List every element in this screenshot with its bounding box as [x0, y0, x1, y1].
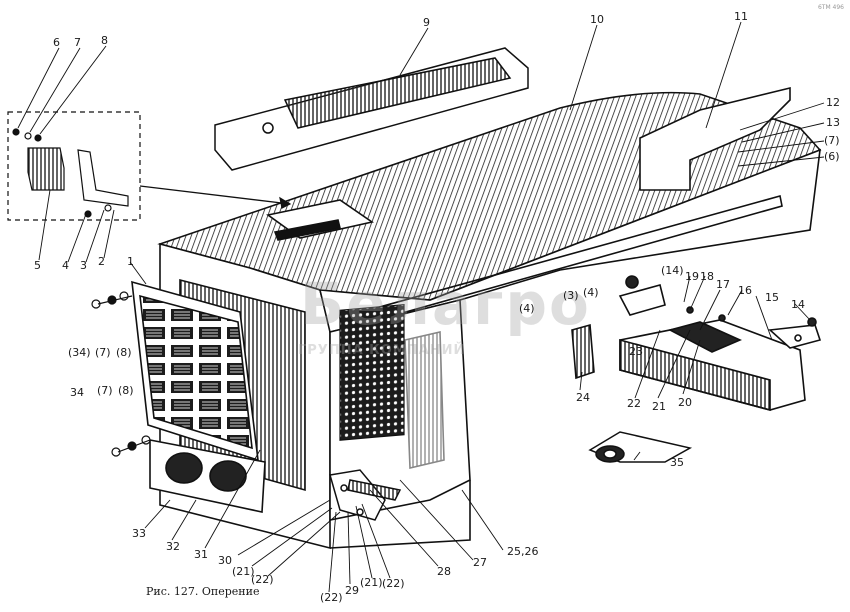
fasteners-left [91, 291, 151, 457]
headlight-panel [149, 439, 266, 513]
label-34: 34 [70, 386, 84, 399]
label-30: 30 [218, 554, 232, 567]
label-28: 28 [437, 565, 451, 578]
label-4-ref-2: (4) [583, 286, 599, 299]
label-21-ref: (21) [232, 565, 255, 578]
figure-caption: Рис. 127. Оперение [146, 585, 260, 598]
label-18: 18 [700, 270, 714, 283]
label-8: 8 [101, 34, 108, 47]
label-4: 4 [62, 259, 69, 272]
label-6-ref: (6) [824, 150, 840, 163]
label-27: 27 [473, 556, 487, 569]
label-17: 17 [716, 278, 730, 291]
label-8-ref-2: (8) [116, 346, 132, 359]
label-22-ref-2: (22) [320, 591, 343, 604]
label-22-ref-3: (22) [382, 577, 405, 590]
side-perforated-panel [339, 304, 405, 441]
label-33: 33 [132, 527, 146, 540]
louvre-strip [214, 47, 529, 171]
label-13: 13 [826, 116, 840, 129]
label-12: 12 [826, 96, 840, 109]
label-7: 7 [74, 36, 81, 49]
label-23: 23 [629, 345, 643, 358]
label-14: 14 [791, 298, 805, 311]
label-32: 32 [166, 540, 180, 553]
label-3-ref: (3) [563, 289, 579, 302]
corner-mark: 6ТМ 496 [817, 4, 844, 11]
hinge-bracket [329, 469, 402, 521]
label-22: 22 [627, 397, 641, 410]
label-5: 5 [34, 259, 41, 272]
label-35: 35 [670, 456, 684, 469]
label-20: 20 [678, 396, 692, 409]
label-11: 11 [734, 10, 748, 23]
label-10: 10 [590, 13, 604, 26]
label-21-ref-2: (21) [360, 576, 383, 589]
label-2: 2 [98, 255, 105, 268]
label-19: 19 [685, 270, 699, 283]
label-16: 16 [738, 284, 752, 297]
label-24: 24 [576, 391, 590, 404]
support-bar-assembly [571, 275, 822, 412]
label-22-ref: (22) [251, 573, 274, 586]
label-7-ref-2: (7) [95, 346, 111, 359]
leader-lines [17, 21, 825, 593]
label-7-ref-3: (7) [97, 384, 113, 397]
front-grille [131, 280, 259, 462]
label-8-ref-3: (8) [118, 384, 134, 397]
label-21: 21 [652, 400, 666, 413]
label-14-ref: (14) [661, 264, 684, 277]
bracket-35 [588, 431, 693, 463]
label-29: 29 [345, 584, 359, 597]
detail-inset [7, 111, 292, 221]
label-3: 3 [80, 259, 87, 272]
label-34-ref: (34) [68, 346, 91, 359]
label-31: 31 [194, 548, 208, 561]
label-4-ref: (4) [519, 302, 535, 315]
label-1: 1 [127, 255, 134, 268]
label-6: 6 [53, 36, 60, 49]
label-7-ref: (7) [824, 134, 840, 147]
label-15: 15 [765, 291, 779, 304]
label-9: 9 [423, 16, 430, 29]
label-25-26: 25,26 [507, 545, 539, 558]
